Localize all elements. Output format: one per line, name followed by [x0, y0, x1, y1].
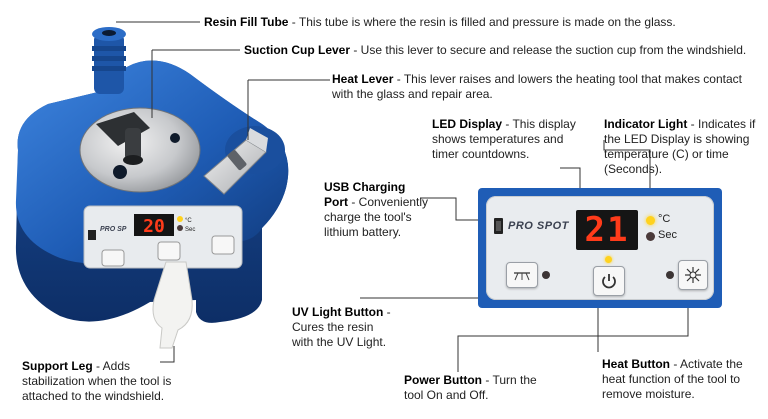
uv-light-icon	[514, 272, 530, 281]
control-panel-face: PRO SPOT 21 °C Sec	[486, 196, 714, 300]
callout-title: Heat Button	[602, 357, 670, 371]
callout-heat-button: Heat Button - Activate the heat function…	[602, 357, 762, 402]
leader-lines	[116, 21, 689, 372]
tool-control-panel: PRO SP 20 °C Sec	[83, 205, 243, 269]
leader-heat-button	[597, 290, 689, 352]
svg-text:Sec: Sec	[185, 227, 195, 233]
callout-title: Suction Cup Lever	[244, 43, 351, 57]
uv-light-button[interactable]	[506, 262, 538, 288]
callout-text: - Conveniently charge the tool's lithium…	[324, 195, 429, 239]
callout-title: LED Display	[432, 117, 503, 131]
uv-indicator-light	[542, 271, 550, 279]
callout-usb-charging-port: USB Charging Port - Conveniently charge …	[324, 180, 430, 240]
callout-text: - Use this lever to secure and release t…	[350, 43, 747, 57]
power-icon	[602, 274, 616, 289]
control-panel-closeup: PRO SPOT 21 °C Sec	[478, 188, 722, 308]
usb-port-icon	[494, 218, 503, 234]
indicator-light-celsius	[646, 216, 655, 225]
callout-power-button: Power Button - Turn the tool On and Off.	[404, 373, 554, 403]
callout-title: Resin Fill Tube	[204, 15, 289, 29]
indicator-light-seconds	[646, 232, 655, 241]
callout-heat-lever: Heat Lever - This lever raises and lower…	[332, 72, 744, 102]
leader-indicator-light	[603, 140, 651, 212]
heat-lever[interactable]	[203, 126, 285, 195]
svg-text:°C: °C	[185, 218, 192, 224]
heat-indicator-light	[666, 271, 674, 279]
callout-text: - Adds stabilization when the tool is at…	[22, 359, 172, 403]
svg-text:PRO SP: PRO SP	[100, 226, 127, 233]
callout-uv-light-button: UV Light Button - Cures the resin with t…	[292, 305, 396, 350]
callout-resin-fill-tube: Resin Fill Tube - This tube is where the…	[204, 15, 764, 30]
led-display: 21	[576, 210, 638, 250]
resin-fill-tube[interactable]	[92, 27, 126, 94]
suction-cup-lever[interactable]	[96, 112, 150, 165]
callout-support-leg: Support Leg - Adds stabilization when th…	[22, 359, 192, 404]
callout-title: Indicator Light	[604, 117, 688, 131]
unit-seconds-label: Sec	[658, 229, 677, 241]
callout-text: - Indicates if the LED Display is showin…	[604, 117, 756, 176]
callout-text: - Activate the heat function of the tool…	[602, 357, 743, 401]
heat-button[interactable]	[678, 260, 708, 290]
leader-support-leg	[160, 346, 175, 363]
power-button[interactable]	[593, 266, 625, 296]
callout-title: Heat Lever	[332, 72, 394, 86]
callout-text: - This display shows temperatures and ti…	[432, 117, 576, 161]
callout-text: - This tube is where the resin is filled…	[288, 15, 676, 29]
callout-text: - Cures the resin with the UV Light.	[292, 305, 391, 349]
callout-title: Support Leg	[22, 359, 93, 373]
callout-led-display: LED Display - This display shows tempera…	[432, 117, 582, 162]
leader-usb-port	[420, 197, 492, 221]
leader-power-button	[457, 292, 599, 372]
callout-text: - This lever raises and lowers the heati…	[332, 72, 742, 101]
svg-text:20: 20	[143, 216, 165, 237]
callout-title: USB Charging Port	[324, 180, 406, 209]
unit-celsius-label: °C	[658, 213, 671, 225]
power-indicator-light	[605, 256, 612, 263]
heat-icon	[685, 267, 701, 283]
support-leg[interactable]	[152, 261, 193, 349]
callout-title: UV Light Button	[292, 305, 384, 319]
callout-title: Power Button	[404, 373, 482, 387]
callout-indicator-light: Indicator Light - Indicates if the LED D…	[604, 117, 756, 177]
callout-suction-cup-lever: Suction Cup Lever - Use this lever to se…	[244, 43, 764, 58]
brand-logo: PRO SPOT	[508, 220, 569, 232]
callout-text: - Turn the tool On and Off.	[404, 373, 537, 402]
